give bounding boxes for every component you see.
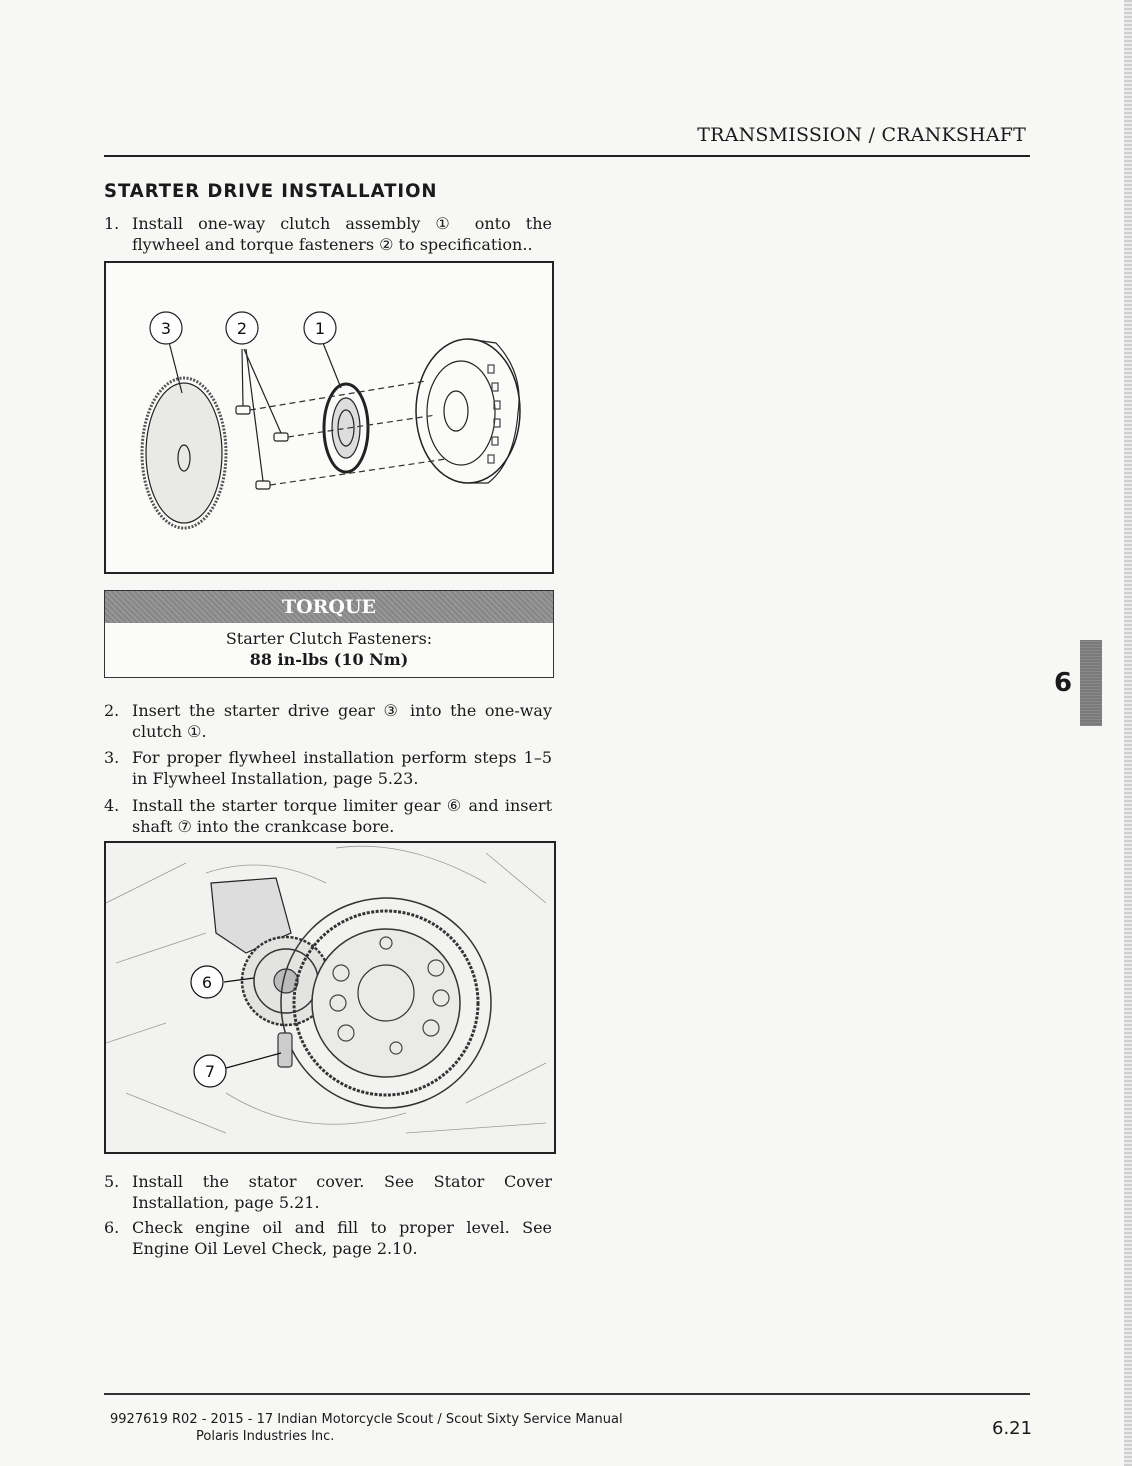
flywheel-magnets xyxy=(487,364,501,464)
step-5: 5. Install the stator cover. See Stator … xyxy=(104,1171,552,1213)
step-number: 5. xyxy=(104,1172,120,1191)
torque-item: Starter Clutch Fasteners: xyxy=(225,629,433,648)
callout-label-3: 3 xyxy=(161,319,171,338)
torque-heading: TORQUE xyxy=(105,591,553,623)
step-number: 6. xyxy=(104,1218,120,1237)
flywheel-face xyxy=(426,360,496,466)
callout-label-1: 1 xyxy=(315,319,325,338)
flywheel-hub xyxy=(443,390,469,432)
starter-gear-teeth xyxy=(140,376,228,530)
alignment-lines xyxy=(249,380,447,486)
one-way-clutch-inner xyxy=(331,397,361,459)
step-3: 3. For proper flywheel installation perf… xyxy=(104,747,552,789)
one-way-clutch-outer xyxy=(322,382,370,474)
callout-label-7: 7 xyxy=(205,1062,215,1081)
step-number: 1. xyxy=(104,214,120,233)
footer-publisher: Polaris Industries Inc. xyxy=(196,1429,335,1444)
leader-line-6 xyxy=(223,977,255,983)
step-text: Install the stator cover. See Stator Cov… xyxy=(132,1172,552,1212)
callout-circle-6 xyxy=(190,965,224,999)
callout-circle-7 xyxy=(193,1054,227,1088)
limiter-shaft xyxy=(277,1032,293,1068)
chapter-number: 6 xyxy=(1054,668,1073,698)
leader-lines xyxy=(168,341,342,482)
footer-manual-title: 9927619 R02 - 2015 - 17 Indian Motorcycl… xyxy=(110,1412,623,1427)
page-number: 6.21 xyxy=(992,1418,1033,1439)
step-2: 2. Insert the starter drive gear ③ into … xyxy=(104,700,552,742)
flywheel-face xyxy=(311,928,461,1078)
leader-line-7 xyxy=(225,1052,282,1069)
flywheel-rim xyxy=(467,338,520,484)
step-4: 4. Install the starter torque limiter ge… xyxy=(104,795,552,837)
flywheel-ring-gear xyxy=(292,909,480,1097)
callout-circle-1 xyxy=(303,311,337,345)
section-title: STARTER DRIVE INSTALLATION xyxy=(104,180,438,202)
header-rule xyxy=(104,155,1030,157)
starter-gear-bore xyxy=(177,444,191,472)
crankcase-photo-figure: 6 7 xyxy=(104,841,556,1154)
background-linework xyxy=(105,845,547,1134)
step-text: Install one-way clutch assembly ① onto t… xyxy=(132,214,552,254)
callout-label-2: 2 xyxy=(237,319,247,338)
running-header: TRANSMISSION / CRANKSHAFT xyxy=(697,124,1026,146)
flywheel-hub xyxy=(357,964,415,1022)
starter-gear xyxy=(145,382,223,524)
flywheel-housing xyxy=(280,897,492,1109)
step-number: 3. xyxy=(104,748,120,767)
torque-value: 88 in-lbs (10 Nm) xyxy=(249,650,409,669)
starter-clutch-exploded-figure: 3 2 1 xyxy=(104,261,554,574)
step-number: 4. xyxy=(104,796,120,815)
crankcase-photo-illustration: 6 7 xyxy=(105,845,547,1134)
scan-edge xyxy=(1124,0,1132,1466)
callout-circle-2 xyxy=(225,311,259,345)
chapter-tab xyxy=(1080,640,1102,726)
footer-rule xyxy=(104,1393,1030,1395)
starter-clutch-diagram: 3 2 1 xyxy=(140,311,521,530)
step-text: Check engine oil and fill to proper leve… xyxy=(132,1218,552,1258)
callout-label-6: 6 xyxy=(202,973,212,992)
step-text: Install the starter torque limiter gear … xyxy=(132,796,552,836)
one-way-clutch-hub xyxy=(337,409,355,447)
step-number: 2. xyxy=(104,701,120,720)
step-6: 6. Check engine oil and fill to proper l… xyxy=(104,1217,552,1259)
step-1: 1. Install one-way clutch assembly ① ont… xyxy=(104,213,552,255)
callout-circle-3 xyxy=(149,311,183,345)
flywheel-holes xyxy=(329,936,450,1055)
step-text: Insert the starter drive gear ③ into the… xyxy=(132,701,552,741)
step-text: For proper flywheel installation perform… xyxy=(132,748,552,788)
torque-spec-box: TORQUE Starter Clutch Fasteners: 88 in-l… xyxy=(104,590,554,678)
